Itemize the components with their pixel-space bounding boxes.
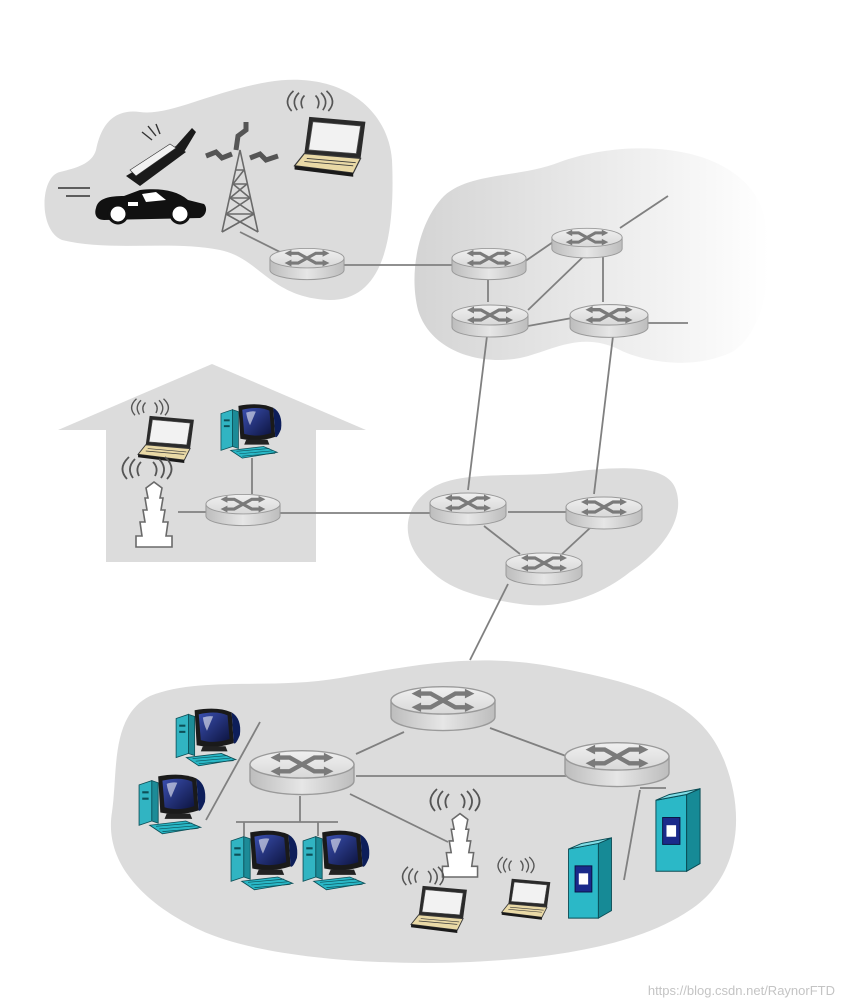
router-icon [268, 246, 346, 282]
link [483, 525, 521, 555]
server-icon [655, 788, 701, 872]
cell-phone-icon [126, 123, 196, 186]
router-icon [568, 302, 650, 340]
link [527, 255, 585, 311]
link [349, 793, 449, 843]
router-icon [565, 743, 669, 787]
link [593, 335, 614, 495]
car-icon [58, 187, 207, 225]
cell-tower-icon [205, 122, 279, 233]
link [355, 731, 405, 755]
mobile-network-region [44, 79, 393, 300]
router-icon [550, 226, 624, 260]
link [619, 195, 669, 229]
link [561, 527, 591, 555]
link [467, 335, 488, 491]
network-links [178, 195, 688, 881]
link [469, 583, 509, 661]
router-icon [564, 495, 644, 531]
link [523, 239, 557, 263]
link [623, 789, 641, 881]
home-network-region [58, 364, 366, 562]
router-icon [450, 246, 528, 282]
link [527, 317, 573, 327]
router-icon [391, 687, 495, 731]
router-icon [428, 491, 508, 527]
link [205, 721, 261, 821]
router-icon [450, 303, 530, 339]
router-icon [504, 551, 584, 587]
router-icon [204, 492, 282, 528]
router-icon [250, 751, 354, 795]
server-icon [568, 837, 612, 919]
link [489, 727, 567, 757]
watermark: https://blog.csdn.net/RaynorFTD [647, 983, 835, 998]
